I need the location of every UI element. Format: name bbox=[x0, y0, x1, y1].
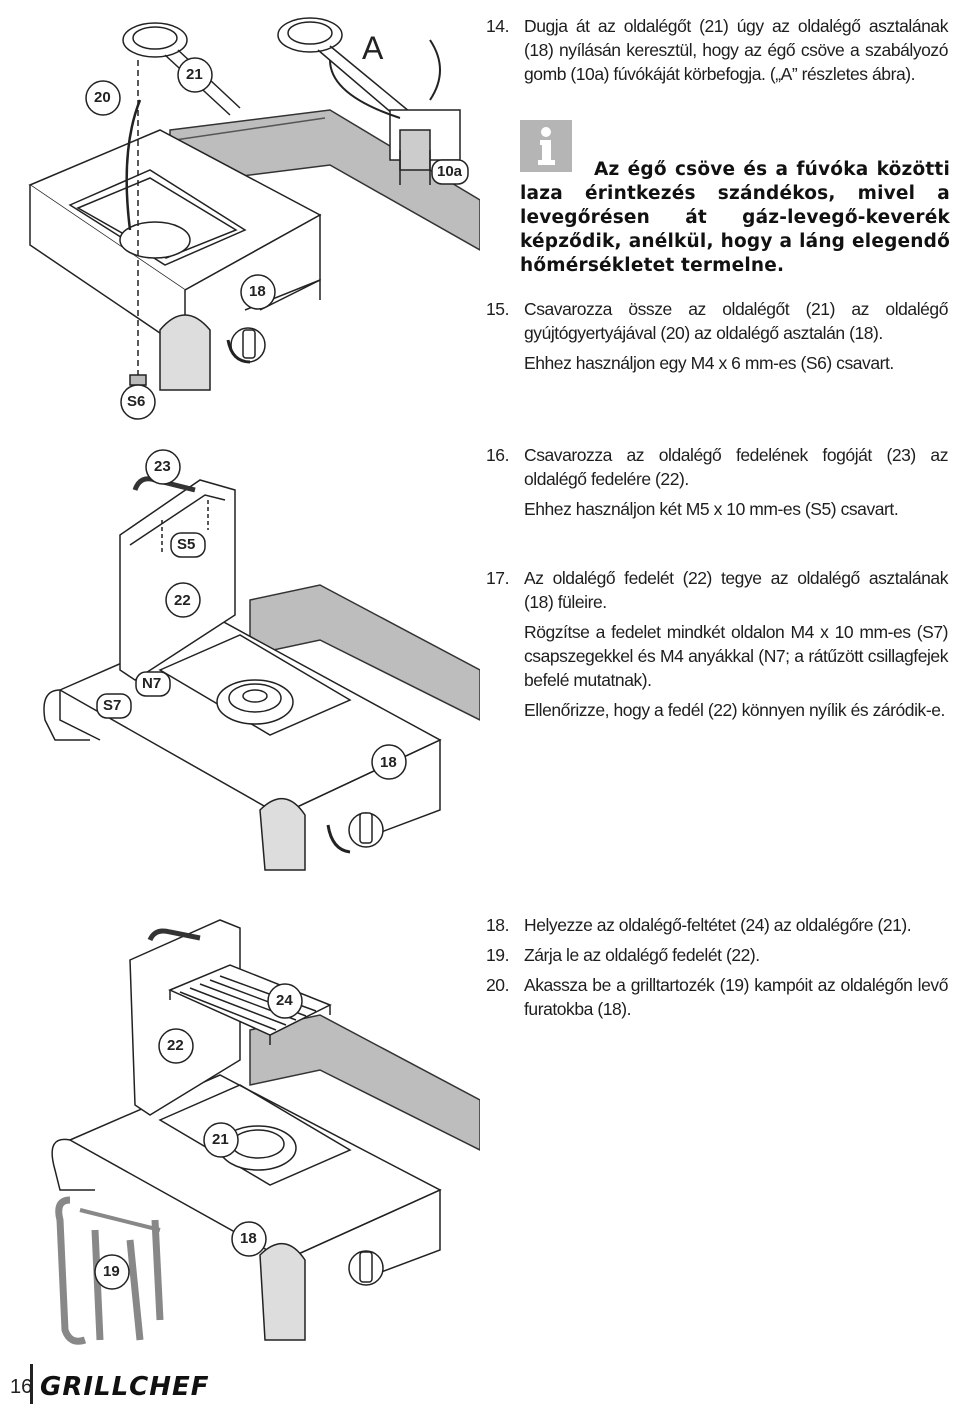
step-text: Akassza be a grilltartozék (19) kampóit … bbox=[524, 975, 948, 1019]
footer-divider bbox=[30, 1364, 33, 1404]
step-subtext-1: Rögzítse a fedelet mindkét oldalon M4 x … bbox=[524, 622, 948, 690]
label-18b: 18 bbox=[380, 754, 397, 771]
label-23: 23 bbox=[154, 458, 171, 475]
step-14: 14. Dugja át az oldalégőt (21) úgy az old… bbox=[486, 14, 948, 92]
step-number: 16. bbox=[486, 445, 509, 465]
label-20: 20 bbox=[94, 89, 111, 106]
label-24: 24 bbox=[276, 992, 293, 1009]
label-19: 19 bbox=[103, 1263, 120, 1280]
label-18c: 18 bbox=[240, 1230, 257, 1247]
label-A: A bbox=[362, 30, 384, 66]
step-subtext: Ehhez használjon két M5 x 10 mm-es (S5) … bbox=[524, 499, 899, 519]
page-footer: 16 GRILLCHEF bbox=[0, 1360, 209, 1413]
step-text: Dugja át az oldalégőt (21) úgy az oldalé… bbox=[524, 16, 948, 84]
step-16: 16. Csavarozza az oldalégő fedelének fogó… bbox=[486, 443, 948, 527]
page-number: 16 bbox=[10, 1376, 33, 1398]
step-number: 20. bbox=[486, 975, 509, 995]
label-22c: 22 bbox=[167, 1037, 184, 1054]
figure-lid-install bbox=[0, 440, 480, 880]
label-22: 22 bbox=[174, 592, 191, 609]
step-number: 18. bbox=[486, 915, 509, 935]
figure-side-burner-install bbox=[0, 0, 480, 430]
label-18: 18 bbox=[249, 283, 266, 300]
step-subtext-2: Ellenőrizze, hogy a fedél (22) könnyen n… bbox=[524, 700, 945, 720]
step-text: Csavarozza az oldalégő fedelének fogóját… bbox=[524, 445, 948, 489]
step-text: Helyezze az oldalégő-feltétet (24) az ol… bbox=[524, 915, 912, 935]
label-21c: 21 bbox=[212, 1131, 229, 1148]
step-17: 17. Az oldalégő fedelét (22) tegye az old… bbox=[486, 566, 948, 728]
step-number: 15. bbox=[486, 299, 509, 319]
step-number: 19. bbox=[486, 945, 509, 965]
info-note: Az égő csöve és a fúvóka közötti laza ér… bbox=[520, 120, 950, 278]
step-text: Zárja le az oldalégő fedelét (22). bbox=[524, 945, 760, 965]
label-S6: S6 bbox=[127, 393, 146, 410]
brand-logo: GRILLCHEF bbox=[40, 1372, 210, 1402]
figure-accessory-install bbox=[0, 900, 480, 1360]
label-10a: 10a bbox=[437, 163, 463, 180]
step-number: 14. bbox=[486, 16, 509, 36]
step-15: 15. Csavarozza össze az oldalégőt (21) az… bbox=[486, 297, 948, 381]
step-subtext: Ehhez használjon egy M4 x 6 mm-es (S6) c… bbox=[524, 353, 894, 373]
steps-18-20: 18. Helyezze az oldalégő-feltétet (24) az… bbox=[486, 913, 948, 1027]
label-21: 21 bbox=[186, 66, 203, 83]
info-icon bbox=[520, 120, 572, 172]
label-N7: N7 bbox=[142, 675, 162, 692]
info-text: Az égő csöve és a fúvóka közötti laza ér… bbox=[520, 159, 950, 276]
step-number: 17. bbox=[486, 568, 509, 588]
label-S5: S5 bbox=[177, 536, 196, 553]
step-text: Csavarozza össze az oldalégőt (21) az ol… bbox=[524, 299, 948, 343]
label-S7: S7 bbox=[103, 697, 122, 714]
step-text: Az oldalégő fedelét (22) tegye az oldalé… bbox=[524, 568, 948, 612]
